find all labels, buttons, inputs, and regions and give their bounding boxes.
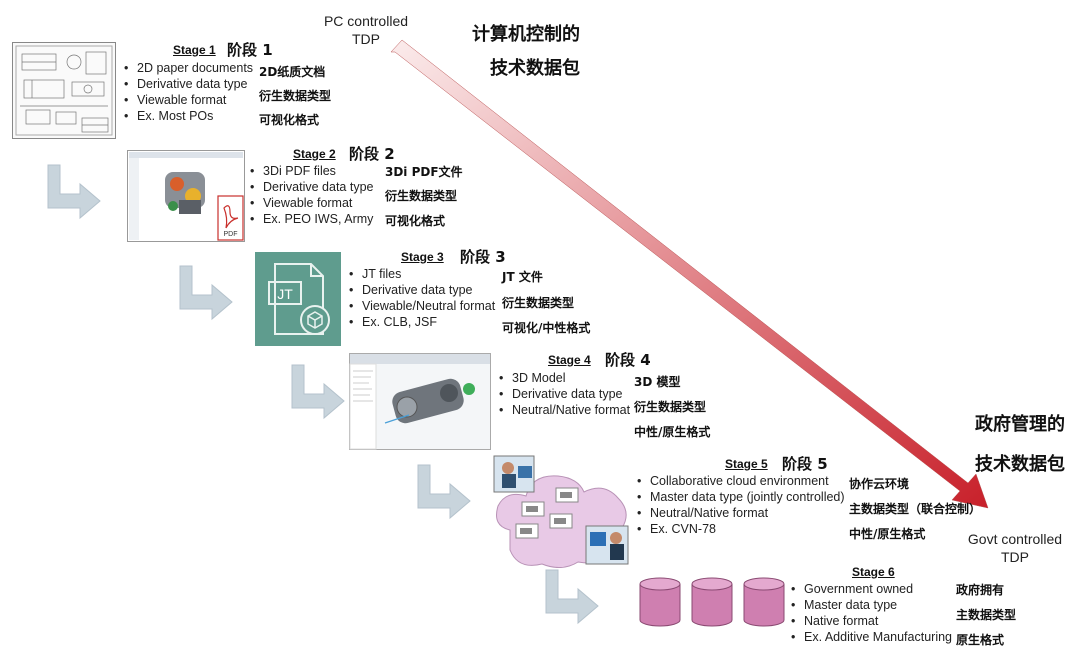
stage3-zh-note-2: 衍生数据类型 — [502, 296, 575, 310]
stage6-zh-note-2: 主数据类型 — [956, 608, 1017, 622]
list-item: Ex. PEO IWS, Army — [250, 211, 373, 227]
stage4-3d-model-thumbnail — [349, 353, 491, 450]
stage1-zh-note-2: 衍生数据类型 — [259, 89, 332, 103]
database-icon — [743, 577, 785, 627]
list-item: Derivative data type — [349, 282, 495, 298]
list-item: Viewable format — [124, 92, 253, 108]
pdf-badge-text: PDF — [224, 231, 238, 238]
list-item: Derivative data type — [250, 179, 373, 195]
list-item: Derivative data type — [124, 76, 253, 92]
stage1-zh-note-1: 2D纸质文档 — [259, 65, 326, 79]
stage4-title: Stage 4 — [548, 353, 591, 367]
stage2-zh-note-2: 衍生数据类型 — [385, 189, 458, 203]
stage4-zh-title: 阶段 4 — [605, 351, 651, 369]
list-item: Ex. Most POs — [124, 108, 253, 124]
stage2-zh-note-3: 可视化格式 — [385, 214, 446, 228]
list-item: 3Di PDF files — [250, 163, 373, 179]
list-item: Government owned — [791, 581, 952, 597]
stage4-zh-note-2: 衍生数据类型 — [634, 400, 707, 414]
stage5-zh-note-2: 主数据类型（联合控制） — [849, 502, 982, 516]
stage2-zh-title: 阶段 2 — [349, 145, 395, 163]
list-item: 3D Model — [499, 370, 630, 386]
stage6-zh-note-3: 原生格式 — [956, 633, 1005, 647]
step-arrow-5 — [545, 569, 599, 625]
list-item: JT files — [349, 266, 495, 282]
list-item: 2D paper documents — [124, 60, 253, 76]
stage5-zh-title: 阶段 5 — [782, 455, 828, 473]
stage5-title: Stage 5 — [725, 457, 768, 471]
jt-badge-text: JT — [277, 286, 293, 302]
stage4-zh-note-3: 中性/原生格式 — [634, 425, 711, 439]
stage1-zh-title: 阶段 1 — [227, 41, 273, 59]
stage3-bullets: JT files Derivative data type Viewable/N… — [349, 266, 495, 330]
zh-govt-controlled-line1: 政府管理的 — [975, 414, 1065, 435]
stage6-database-icons — [639, 577, 785, 627]
list-item: Ex. Additive Manufacturing — [791, 629, 952, 645]
step-arrow-4 — [417, 464, 471, 520]
stage5-cloud-thumbnail — [493, 455, 629, 568]
stage1-zh-note-3: 可视化格式 — [259, 113, 320, 127]
stage4-zh-note-1: 3D 模型 — [634, 375, 681, 389]
list-item: Neutral/Native format — [637, 505, 845, 521]
stage6-zh-note-1: 政府拥有 — [956, 583, 1005, 597]
list-item: Master data type (jointly controlled) — [637, 489, 845, 505]
list-item: Ex. CLB, JSF — [349, 314, 495, 330]
list-item: Master data type — [791, 597, 952, 613]
step-arrow-3 — [291, 364, 345, 420]
diagonal-arrow-shape — [390, 39, 989, 509]
stage1-bullets: 2D paper documents Derivative data type … — [124, 60, 253, 124]
step-arrow-1 — [47, 164, 101, 220]
list-item: Viewable format — [250, 195, 373, 211]
stage1-drawing-thumbnail — [12, 42, 116, 139]
zh-pc-controlled-line1: 计算机控制的 — [472, 24, 580, 45]
step-arrow-2 — [179, 265, 233, 321]
stage3-zh-note-1: JT 文件 — [502, 270, 543, 284]
stage3-title: Stage 3 — [401, 250, 444, 264]
database-icon — [639, 577, 681, 627]
stage4-bullets: 3D Model Derivative data type Neutral/Na… — [499, 370, 630, 418]
stage5-zh-note-1: 协作云环境 — [849, 477, 910, 491]
stage6-title: Stage 6 — [852, 565, 895, 579]
stage1-title: Stage 1 — [173, 43, 216, 57]
list-item: Collaborative cloud environment — [637, 473, 845, 489]
stage3-zh-note-3: 可视化/中性格式 — [502, 321, 591, 335]
zh-pc-controlled-line2: 技术数据包 — [490, 58, 580, 79]
list-item: Neutral/Native format — [499, 402, 630, 418]
zh-govt-controlled-line2: 技术数据包 — [975, 454, 1065, 475]
stage6-bullets: Government owned Master data type Native… — [791, 581, 952, 645]
govt-controlled-label: Govt controlled TDP — [967, 531, 1063, 565]
list-item: Ex. CVN-78 — [637, 521, 845, 537]
stage2-zh-note-1: 3Di PDF文件 — [385, 165, 463, 179]
stage3-zh-title: 阶段 3 — [460, 248, 506, 266]
list-item: Viewable/Neutral format — [349, 298, 495, 314]
list-item: Native format — [791, 613, 952, 629]
database-icon — [691, 577, 733, 627]
list-item: Derivative data type — [499, 386, 630, 402]
stage3-jt-file-thumbnail: JT — [255, 252, 341, 346]
stage2-3d-pdf-thumbnail: PDF — [127, 150, 245, 242]
pc-controlled-label: PC controlled TDP — [323, 13, 409, 47]
stage2-bullets: 3Di PDF files Derivative data type Viewa… — [250, 163, 373, 227]
stage5-bullets: Collaborative cloud environment Master d… — [637, 473, 845, 537]
stage2-title: Stage 2 — [293, 147, 336, 161]
stage5-zh-note-3: 中性/原生格式 — [849, 527, 926, 541]
